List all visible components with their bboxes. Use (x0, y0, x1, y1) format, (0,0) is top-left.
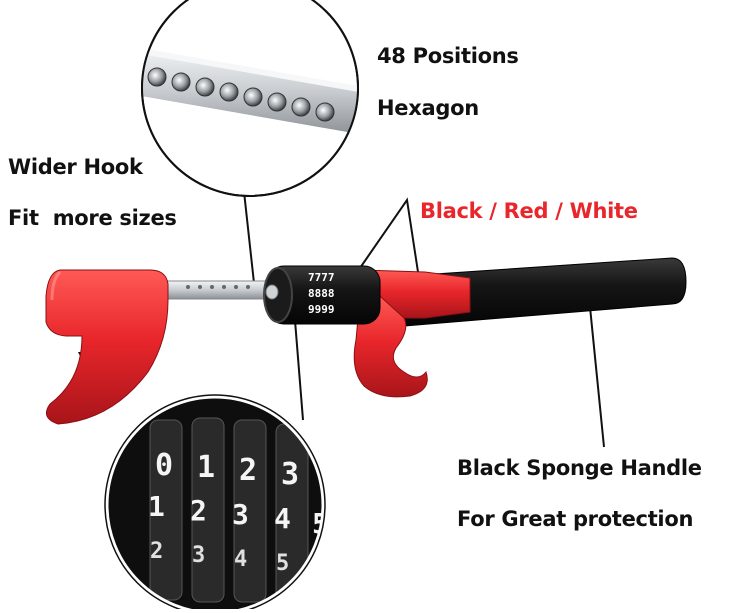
leader-line-handle (589, 306, 605, 448)
bar-holes (186, 285, 250, 289)
dial-digit: 0 (155, 448, 173, 483)
left-hook (45, 269, 169, 425)
dial-digit: 4 (274, 502, 291, 535)
steel-bar (149, 280, 281, 300)
label-protection: For Great protection (457, 507, 694, 531)
dial-detail: 0 1 2 3 1 2 3 4 5 2 3 4 5 6 (107, 397, 329, 613)
dial-digit: 2 (239, 453, 257, 488)
dial-digit: 1 (148, 490, 165, 523)
dial-digit: 1 (197, 450, 215, 485)
leader-line-colors (359, 197, 419, 273)
dial-digit: 3 (192, 543, 205, 568)
dial-digit: 3 (232, 498, 249, 531)
label-wider-hook: Wider Hook (8, 155, 143, 179)
hexagon-bar-detail (142, 46, 358, 136)
dial-row-small: 8888 (308, 287, 335, 300)
leader-line-dial (293, 307, 304, 421)
dial-digit: 5 (312, 507, 329, 540)
dial-digit: 6 (312, 556, 325, 581)
label-sponge-handle: Black Sponge Handle (457, 456, 702, 480)
label-colors: Black / Red / White (420, 199, 638, 223)
dial-digit: 2 (150, 539, 163, 564)
dial-row-small: 9999 (308, 303, 335, 316)
dial-digit: 4 (234, 547, 247, 572)
dial-row-small: 7777 (308, 271, 335, 284)
dial-digit: 5 (276, 551, 289, 576)
sponge-handle (404, 257, 687, 327)
dial-digit: 2 (190, 494, 207, 527)
label-hexagon: Hexagon (377, 96, 479, 120)
label-48-positions: 48 Positions (377, 44, 519, 68)
dial-digit: 3 (281, 457, 299, 492)
lock-end-cap (263, 267, 293, 323)
dial-digits-small: 7777 8888 9999 (308, 271, 335, 316)
keyhole-icon (265, 284, 279, 300)
label-fit-sizes: Fit more sizes (8, 206, 177, 230)
